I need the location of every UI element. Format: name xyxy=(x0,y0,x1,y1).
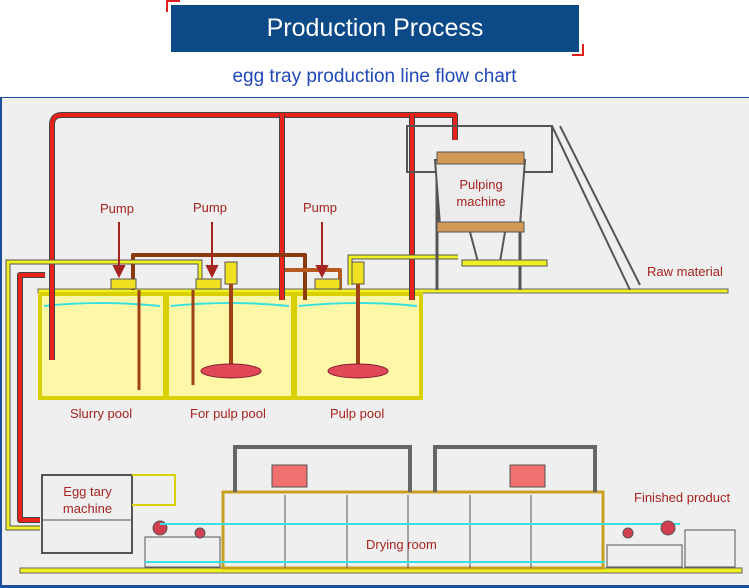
egg-tray-machine-label-line2: machine xyxy=(62,501,113,516)
egg-tray-machine xyxy=(41,474,176,554)
pump-label-3: Pump xyxy=(303,200,337,215)
drying-room-label: Drying room xyxy=(366,537,437,552)
title-corner-accent xyxy=(166,0,180,12)
page-subtitle: egg tray production line flow chart xyxy=(232,66,517,87)
slurry-pool-tank xyxy=(38,292,167,400)
forming-conveyor xyxy=(144,520,221,568)
mixer-motor-2 xyxy=(351,261,365,370)
pulping-machine-label: Pulping machine xyxy=(446,176,516,210)
red-pipe-network xyxy=(17,112,458,523)
pump-3 xyxy=(314,278,341,290)
egg-tray-machine-label-line1: Egg tary xyxy=(63,484,112,499)
drying-room xyxy=(145,445,680,570)
title-corner-accent xyxy=(572,44,584,56)
pump-label-2: Pump xyxy=(193,200,227,215)
mixer-motor-1 xyxy=(224,261,238,370)
pulping-machine xyxy=(406,125,641,291)
pump-2 xyxy=(195,278,222,290)
pulping-machine-label-line1: Pulping xyxy=(459,177,503,192)
yellow-pipe-network xyxy=(5,254,458,531)
raw-material-label: Raw material xyxy=(647,264,723,279)
egg-tray-machine-label: Egg tary machine xyxy=(50,483,125,517)
agitator-blade-1 xyxy=(200,363,262,379)
pump-1 xyxy=(110,278,137,290)
pulp-pool-label: Pulp pool xyxy=(330,406,385,421)
pump-label-1: Pump xyxy=(100,201,134,216)
page-title: Production Process xyxy=(171,5,579,52)
finished-product-label: Finished product xyxy=(634,490,731,505)
agitator-blade-2 xyxy=(327,363,389,379)
pump-arrows xyxy=(112,222,329,279)
slurry-pool-label: Slurry pool xyxy=(70,406,133,421)
for-pulp-pool-label: For pulp pool xyxy=(190,406,266,421)
finished-product-conveyor xyxy=(606,520,736,568)
pulping-machine-label-line2: machine xyxy=(456,194,506,209)
